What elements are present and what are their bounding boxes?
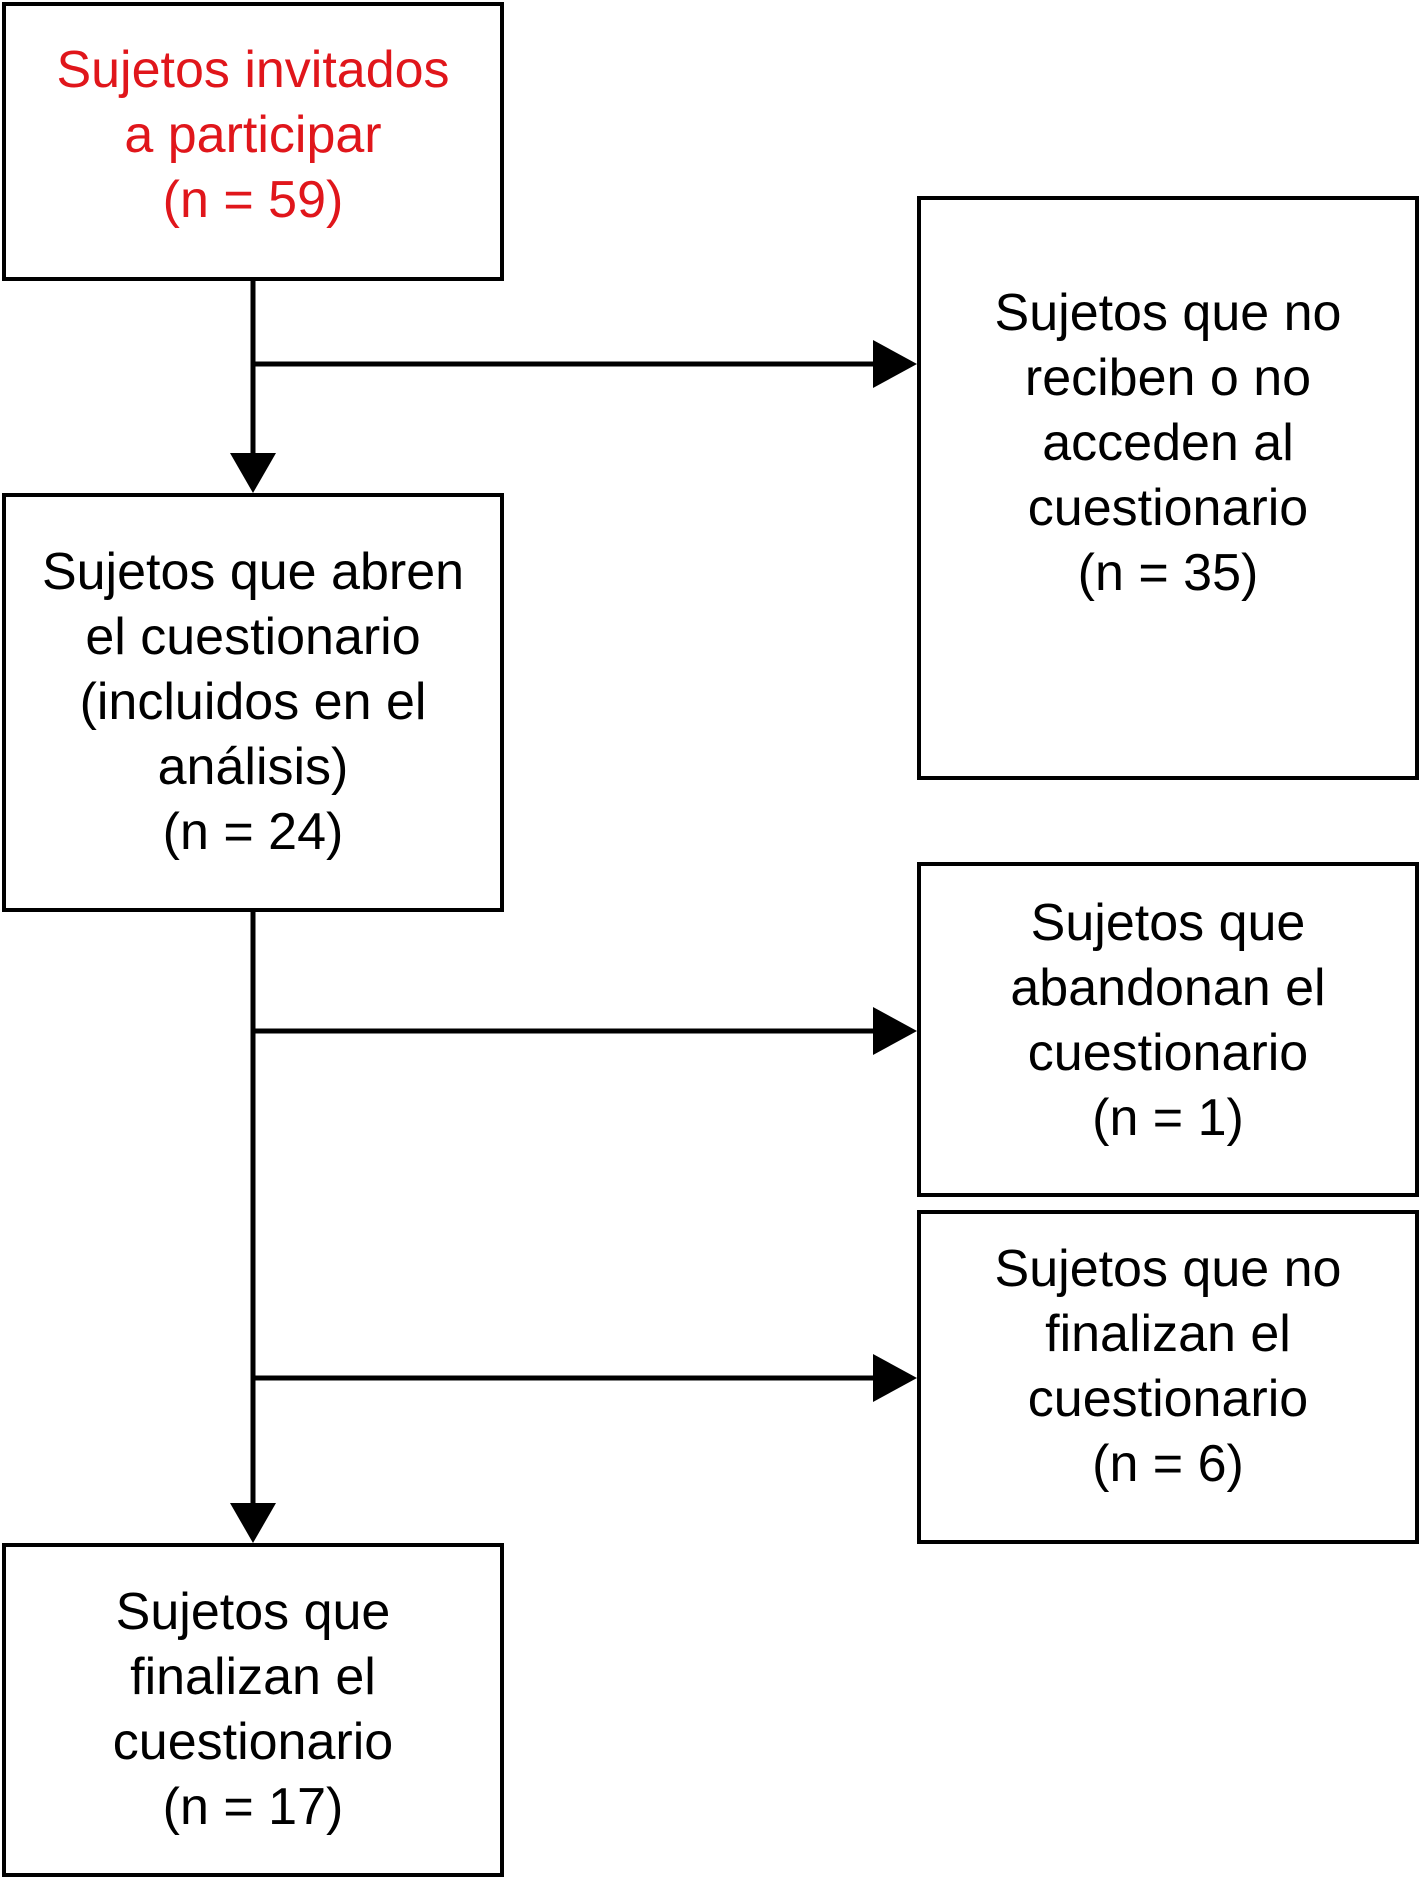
box-not-received-line-1: Sujetos que no	[994, 283, 1342, 342]
arrowhead-right-not-finished	[873, 1354, 917, 1402]
arrowhead-right-abandoned	[873, 1007, 917, 1055]
box-not-finished: Sujetos que no finalizan el cuestionario…	[917, 1210, 1419, 1544]
box-abandoned-line-1: Sujetos que	[1030, 893, 1306, 952]
box-not-finished-line-3: cuestionario	[1027, 1370, 1309, 1428]
box-not-received-line-5: (n = 35)	[1077, 543, 1259, 602]
box-invited-line-1: Sujetos invitados	[56, 41, 450, 99]
box-invited-line-3: (n = 59)	[162, 171, 344, 229]
box-not-received-line-3: acceden al	[1042, 413, 1294, 472]
box-finished-line-3: cuestionario	[112, 1713, 394, 1771]
box-not-received-line-4: cuestionario	[1027, 478, 1309, 537]
box-finished-line-4: (n = 17)	[162, 1778, 344, 1836]
arrowhead-right-not-received	[873, 340, 917, 388]
box-opened-line-1: Sujetos que abren	[41, 543, 465, 601]
box-opened-line-5: (n = 24)	[162, 803, 344, 861]
arrowhead-down-finished	[230, 1503, 276, 1543]
box-finished-line-1: Sujetos que	[115, 1583, 391, 1641]
box-opened-line-3: (incluidos en el	[79, 673, 427, 731]
box-not-received: Sujetos que no reciben o no acceden al c…	[917, 196, 1419, 780]
box-opened-line-4: análisis)	[157, 738, 349, 796]
box-not-finished-line-1: Sujetos que no	[994, 1240, 1342, 1298]
box-not-received-line-2: reciben o no	[1024, 348, 1312, 407]
box-finished: Sujetos que finalizan el cuestionario (n…	[2, 1543, 504, 1877]
box-abandoned-line-4: (n = 1)	[1092, 1088, 1244, 1147]
box-not-finished-line-4: (n = 6)	[1092, 1435, 1244, 1493]
box-invited: Sujetos invitados a participar (n = 59)	[2, 2, 504, 281]
box-opened: Sujetos que abren el cuestionario (inclu…	[2, 493, 504, 912]
box-abandoned-line-3: cuestionario	[1027, 1023, 1309, 1082]
box-not-finished-line-2: finalizan el	[1045, 1305, 1291, 1363]
box-invited-line-2: a participar	[124, 106, 382, 164]
box-finished-line-2: finalizan el	[130, 1648, 376, 1706]
arrowhead-down-opened	[230, 453, 276, 493]
box-abandoned-line-2: abandonan el	[1010, 958, 1326, 1017]
box-opened-line-2: el cuestionario	[85, 608, 421, 666]
box-abandoned: Sujetos que abandonan el cuestionario (n…	[917, 862, 1419, 1197]
